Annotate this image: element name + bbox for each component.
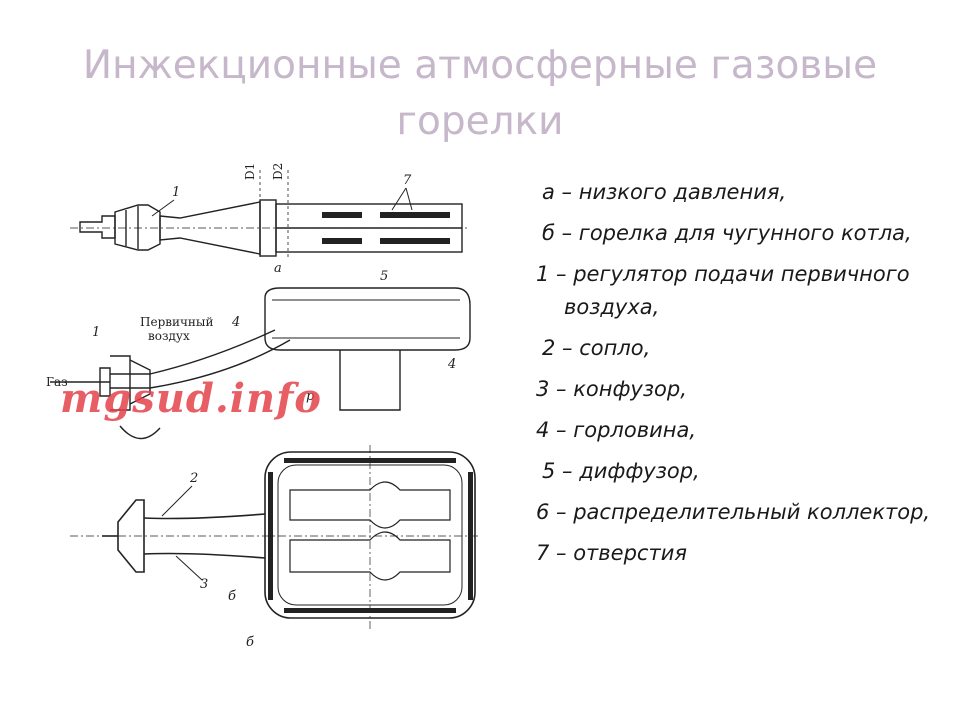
burner-a [70,170,470,260]
label-6: б [228,589,236,604]
label-d2: D2 [271,163,285,180]
burner-diagram: 1 7 D1 D2 а Первичный воздух Газ 4 5 4 1… [46,163,480,650]
label-gas: Газ [46,375,68,389]
label-4-top: 4 [231,315,240,330]
slide-title-line-2: горелки [396,99,564,144]
label-p: р [306,389,315,404]
burner-side-section [50,287,471,440]
legend-item-1: 1 – регулятор подачи первичного воздуха, [536,262,910,319]
label-primary-air-2: воздух [148,329,190,343]
legend-item-7: 7 – отверстия [536,541,687,565]
label-primary-air-1: Первичный [140,315,213,329]
burner-b [70,445,480,630]
legend-item-a: а – низкого давления, [542,180,787,204]
label-d1: D1 [243,163,257,180]
watermark: mgsud.info [60,375,322,422]
slide-title: Инжекционные атмосферные газовые горелки [60,38,900,150]
label-7: 7 [403,173,412,188]
label-a: а [274,261,282,276]
label-2: 2 [189,471,198,486]
legend-item-6: 6 – распределительный коллектор, [536,500,931,524]
label-3: 3 [200,577,208,592]
label-1-b: 1 [92,325,100,340]
label-4-right: 4 [447,357,456,372]
legend-item-4: 4 – горловина, [536,418,696,442]
legend-list: а – низкого давления, б – горелка для чу… [536,176,936,578]
legend-item-3: 3 – конфузор, [536,377,687,401]
burner-a-holes [322,212,450,244]
legend-item-5: 5 – диффузор, [542,459,700,483]
label-b: б [246,635,254,650]
legend-item-2: 2 – сопло, [542,336,651,360]
slide-title-line-1: Инжекционные атмосферные газовые [82,43,878,88]
legend-item-b: б – горелка для чугунного котла, [542,221,912,245]
label-1-a: 1 [172,185,180,200]
label-5: 5 [380,269,388,284]
burner-b-holes [268,458,473,613]
